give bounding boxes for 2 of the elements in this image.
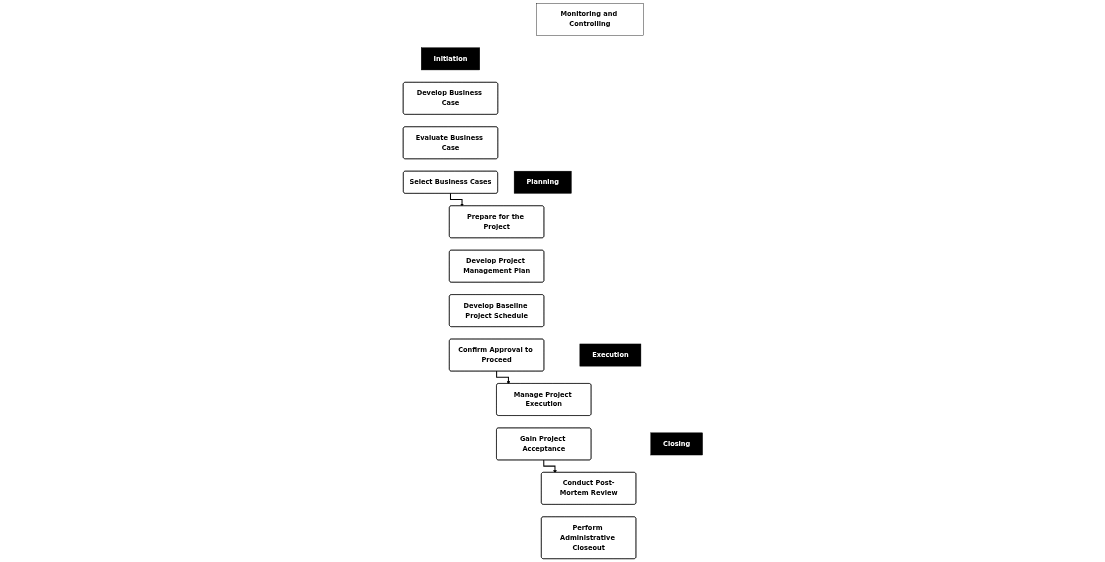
arrow: [495, 370, 510, 385]
arrow: [449, 193, 464, 207]
